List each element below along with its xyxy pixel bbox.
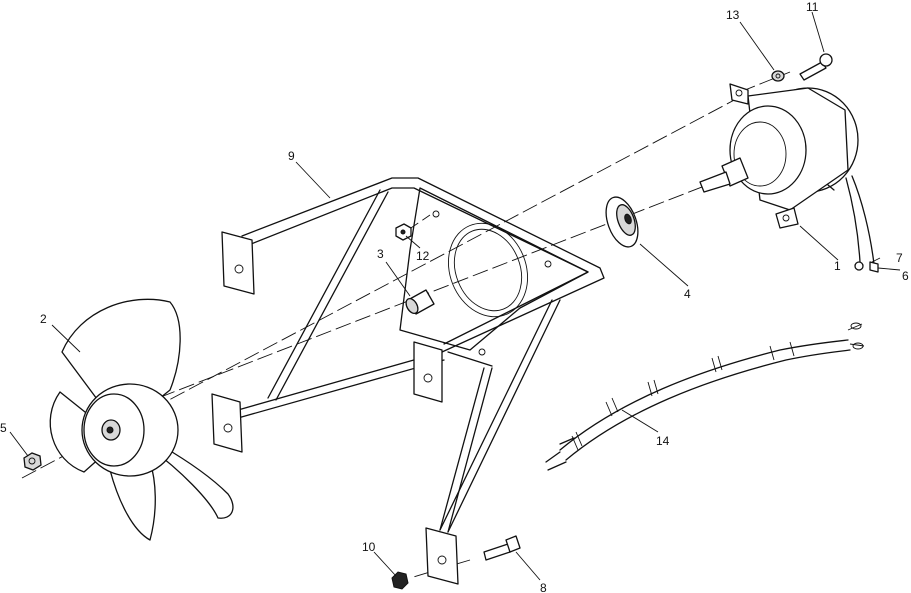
callout-14: 14 [656,434,670,448]
fan-motor [699,83,879,273]
motor-bolt [799,53,833,81]
callout-8: 8 [540,581,547,593]
callout-10: 10 [362,540,376,554]
callout-5: 5 [0,421,7,435]
spacer [405,289,435,315]
callout-7: 7 [896,251,903,265]
bracket-bolt [483,535,521,561]
bracket-nut [391,571,409,590]
fan-nut [23,452,42,471]
fan-blade [49,298,234,541]
leader-lines [9,11,901,581]
callout-9: 9 [288,149,295,163]
callout-4: 4 [684,287,691,301]
mount-bushing [605,196,639,248]
callout-11: 11 [806,0,819,14]
callout-13: 13 [726,8,740,22]
washer [771,70,785,82]
callout-1: 1 [834,259,841,273]
wire-harness [545,322,865,471]
small-nut [395,223,412,241]
callout-6: 6 [902,269,909,283]
fan-bracket [211,177,605,585]
callout-3: 3 [377,247,384,261]
callout-2: 2 [40,312,47,326]
callout-12: 12 [416,249,430,263]
